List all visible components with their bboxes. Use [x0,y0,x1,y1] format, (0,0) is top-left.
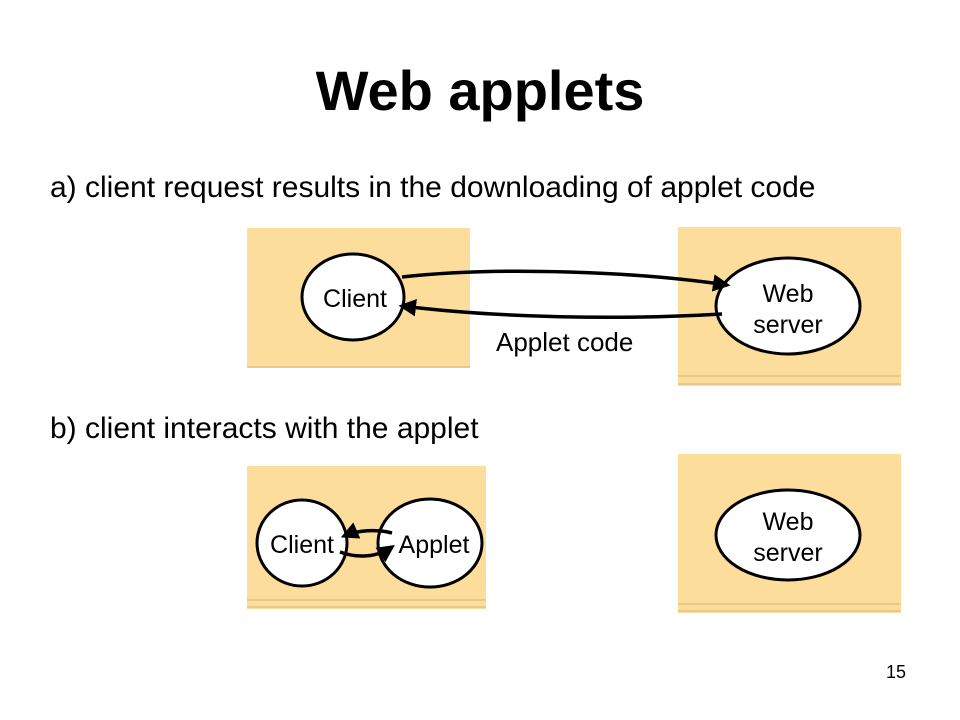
panel-b-applet-node: Applet [376,497,484,589]
applet-code-label: Applet code [496,327,633,357]
slide-title: Web applets [315,59,645,122]
page-number: 15 [885,662,906,682]
caption-a: a) client request results in the downloa… [50,171,816,204]
panel-b-client-label: Client [270,531,334,559]
panel-a-client-node: Client [300,252,406,342]
panel-a-client-label: Client [323,285,387,313]
applet-to-client-arrow [340,522,393,539]
panel-b-applet-label: Applet [399,531,470,559]
panel-a-server-label-line1: Web [763,280,814,308]
panel-b-client-node: Client [255,498,349,588]
panel-b-server-node: Web server [714,488,862,582]
panel-a-server-node: Web server [714,256,862,356]
client-to-applet-arrow [339,545,395,563]
panel-a-server-label-line2: server [753,311,822,339]
caption-b: b) client interacts with the applet [50,412,479,445]
panel-b-server-label-line2: server [753,539,822,567]
panel-b-server-label-line1: Web [763,508,814,536]
applet-code-arrow [398,299,723,320]
request-arrow [401,269,731,292]
panel-a-client-computer [247,228,470,368]
